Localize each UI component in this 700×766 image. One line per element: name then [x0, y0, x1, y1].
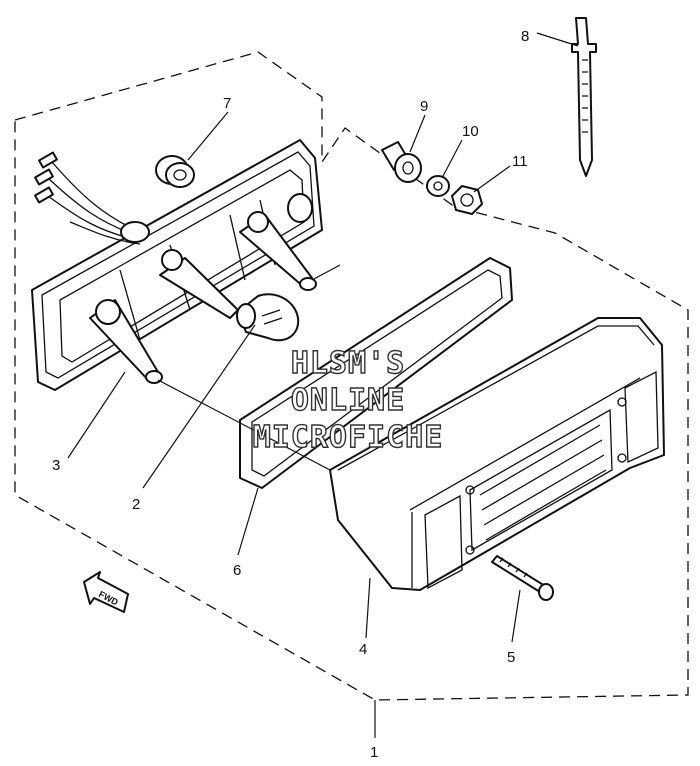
part-collar	[381, 141, 422, 183]
watermark-line-1: HLSM'S	[291, 346, 405, 381]
callout-6: 6	[233, 562, 241, 579]
part-washer	[426, 175, 450, 197]
part-screw	[491, 555, 554, 601]
callout-9: 9	[420, 98, 428, 115]
part-lens	[329, 317, 665, 591]
callout-1: 1	[370, 744, 378, 761]
callout-2: 2	[132, 496, 140, 513]
watermark-line-3: MICROFICHE	[253, 420, 444, 455]
part-gasket	[239, 257, 513, 489]
callouts: 1 2 3 4 5 6 7 8 9 10 11	[52, 28, 529, 761]
leader-lines	[67, 32, 579, 738]
part-housing	[31, 139, 323, 391]
part-cable-tie	[571, 17, 597, 177]
part-grommet	[155, 155, 195, 188]
callout-11: 11	[512, 153, 528, 170]
watermark: HLSM'S ONLINE MICROFICHE	[252, 345, 444, 455]
forward-arrow-icon: FWD	[83, 571, 129, 613]
part-bulb	[236, 293, 300, 342]
watermark-line-2: ONLINE	[291, 383, 405, 418]
callout-3: 3	[52, 457, 60, 474]
callout-4: 4	[359, 641, 367, 658]
part-nut	[451, 185, 483, 215]
callout-7: 7	[223, 95, 231, 112]
callout-8: 8	[521, 28, 529, 45]
callout-5: 5	[507, 649, 515, 666]
callout-10: 10	[462, 123, 479, 140]
